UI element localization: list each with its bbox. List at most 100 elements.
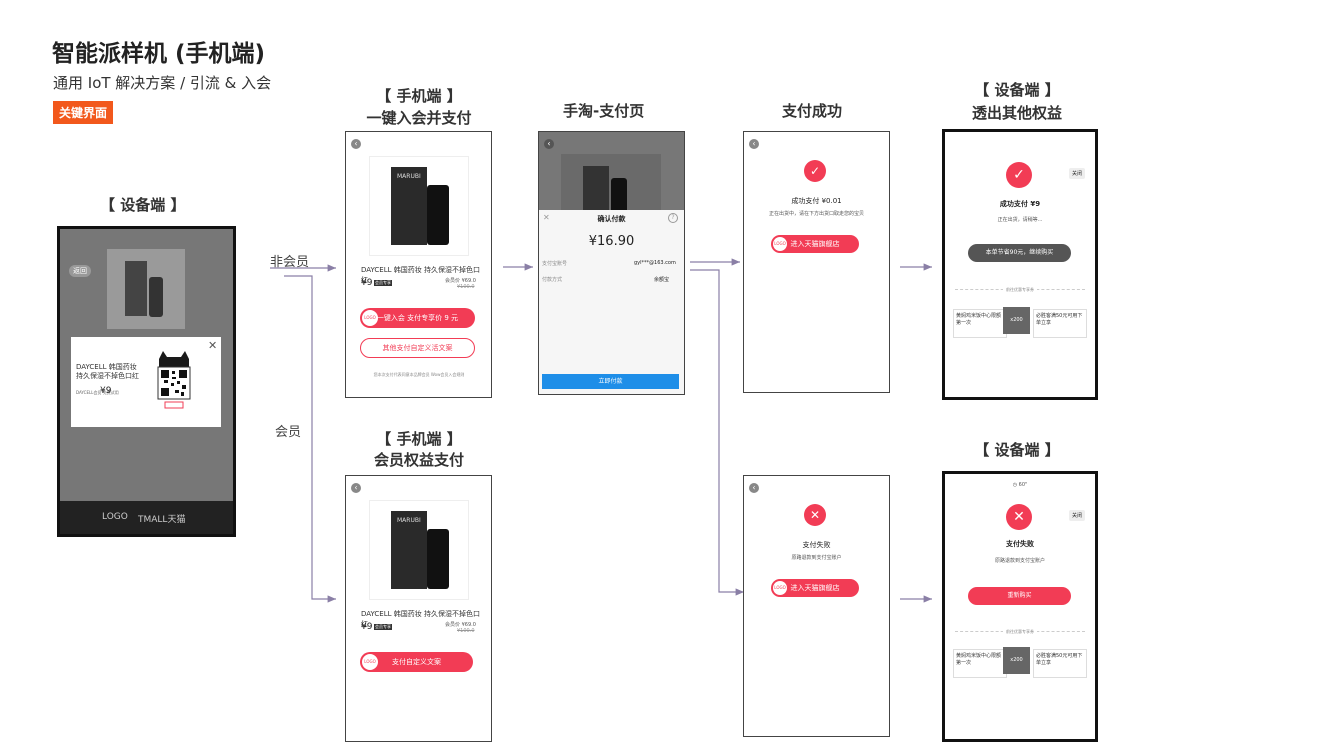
device-success-desc: 正在出货，请稍等... [997, 217, 1043, 223]
fail-x-icon: ✕ [1006, 504, 1032, 530]
coupon-section-title: 前往优惠专享券 [1003, 629, 1037, 634]
device-product-card: DAYCELL 韩国药妆 持久保湿不掉色口红 DAYCELL会员 免费试用 ¥9… [71, 337, 221, 427]
label-mobile-member-1: 【 手机端 】 [376, 430, 462, 448]
coupon-section-divider: 前往优惠专享券 [955, 287, 1085, 292]
label-taobao-pay: 手淘-支付页 [563, 102, 645, 120]
member-price: 会员价 ¥69.0 [445, 622, 476, 628]
edge-non-member: 非会员 [270, 255, 310, 270]
label-pay-success: 支付成功 [782, 102, 843, 120]
mobile-join-pay-screen: ‹ MARUBI DAYCELL 韩国药妆 持久保湿不掉色口红 ¥9 会员专享 … [345, 131, 492, 398]
coupon-card-2[interactable]: 必胜客满50元可用下单立享 [1033, 649, 1087, 678]
coupon-section-title: 前往优惠专享券 [1003, 287, 1037, 292]
member-tag: 会员专享 [374, 624, 392, 630]
fail-x-icon: ✕ [804, 504, 826, 526]
success-check-icon: ✓ [1006, 162, 1032, 188]
device-price: ¥9 [100, 386, 112, 396]
countdown-timer: ◷ 60" [945, 482, 1095, 488]
pay-success-screen: ‹ ✓ 成功支付 ¥0.01 正在出货中，请在下方出货口取走您的宝贝 LOGO … [743, 131, 890, 393]
help-icon[interactable]: ? [668, 213, 678, 223]
coupon-card-1[interactable]: 黄焖鸡米饭中心限额第一次 [953, 649, 1007, 678]
success-enter-store-label: 进入天猫旗舰店 [790, 240, 840, 248]
footer-logo: LOGO [102, 512, 128, 522]
arrow-to-fail [690, 269, 744, 596]
key-screens-badge: 关键界面 [53, 101, 114, 124]
success-desc: 正在出货中，请在下方出货口取走您的宝贝 [768, 211, 864, 217]
close-button[interactable]: 关闭 [1069, 510, 1086, 521]
close-icon[interactable]: ✕ [208, 339, 218, 352]
logo-badge: LOGO [773, 237, 787, 251]
member-price: 会员价 ¥69.0 [445, 278, 476, 284]
page-title: 智能派样机 (手机端) [52, 41, 266, 67]
product-image: MARUBI [369, 156, 469, 256]
mobile-member-pay-screen: ‹ MARUBI DAYCELL 韩国药妆 持久保湿不掉色口红 ¥9 会员专享 … [345, 475, 492, 742]
logo-badge: LOGO [362, 654, 378, 670]
rebuy-button[interactable]: 重新购买 [968, 587, 1071, 605]
coupon-count: x200 [1003, 307, 1030, 334]
label-mobile-join-2: 一键入会并支付 [366, 109, 472, 127]
label-device-benefit-2: 透出其他权益 [971, 104, 1062, 122]
fail-title: 支付失败 [802, 541, 831, 549]
device-fail-title: 支付失败 [1006, 540, 1034, 548]
device-back-button[interactable]: 返回 [69, 265, 91, 277]
back-icon[interactable]: ‹ [544, 139, 554, 149]
label-device-main: 【 设备端 】 [100, 196, 186, 214]
product-brand: MARUBI [397, 517, 421, 524]
device-footer: LOGO TMALL天猫 [60, 501, 233, 534]
method-value[interactable]: 余额宝 [654, 277, 670, 283]
success-title: 成功支付 ¥0.01 [791, 197, 842, 205]
fail-enter-store-button[interactable]: LOGO 进入天猫旗舰店 [771, 579, 859, 597]
pay-fail-screen: ‹ ✕ 支付失败 原路退款到支付宝账户 LOGO 进入天猫旗舰店 [743, 475, 890, 737]
product-price: ¥9 [361, 278, 373, 288]
member-tag: 会员专享 [374, 280, 392, 286]
device-product-image [107, 249, 185, 329]
back-icon[interactable]: ‹ [749, 483, 759, 493]
close-icon[interactable]: ✕ [543, 213, 550, 222]
account-label: 支付宝账号 [542, 261, 568, 267]
other-pay-button[interactable]: 其他支付自定义活文案 [360, 338, 475, 358]
back-icon[interactable]: ‹ [749, 139, 759, 149]
device-price-note: DAYCELL会员 免费试用 [76, 390, 119, 395]
product-image: MARUBI [369, 500, 469, 600]
pay-sheet: ✕ 确认付款 ? ¥16.90 支付宝账号 gyl***@163.com 付款方… [539, 210, 684, 394]
sheet-title: 确认付款 [597, 215, 626, 223]
label-mobile-member-2: 会员权益支付 [373, 451, 464, 469]
qr-code [153, 349, 195, 411]
join-note: 您本次支付代表同意本品牌会员 Wow会员入会规则 [373, 372, 465, 377]
orig-price: ¥100.0 [457, 284, 475, 290]
confirm-pay-button[interactable]: 立即付款 [542, 374, 679, 389]
join-and-pay-label: 一键入会 支付专享价 9 元 [376, 314, 459, 322]
logo-badge: LOGO [362, 310, 378, 326]
device-benefit-screen: 关闭 ✓ 成功支付 ¥9 正在出货，请稍等... 本单节省90元，继续购买 前往… [942, 129, 1098, 400]
continue-buy-button[interactable]: 本单节省90元，继续购买 [968, 244, 1071, 262]
product-name: DAYCELL 韩国药妆 持久保湿不掉色口红 [361, 266, 480, 284]
close-button[interactable]: 关闭 [1069, 168, 1086, 179]
fail-enter-store-label: 进入天猫旗舰店 [790, 584, 840, 592]
join-and-pay-button[interactable]: LOGO 一键入会 支付专享价 9 元 [360, 308, 475, 328]
device-main-screen: 返回 DAYCELL 韩国药妆 持久保湿不掉色口红 DAYCELL会员 免费试用… [57, 226, 236, 537]
coupon-count: x200 [1003, 647, 1030, 674]
page-subtitle: 通用 IoT 解决方案 / 引流 & 入会 [53, 74, 272, 92]
logo-badge: LOGO [773, 581, 787, 595]
member-pay-label: 支付自定义文案 [392, 658, 441, 666]
countdown-value: 60" [1018, 482, 1028, 488]
product-price: ¥9 [361, 622, 373, 632]
member-pay-button[interactable]: LOGO 支付自定义文案 [360, 652, 473, 672]
account-value: gyl***@163.com [634, 260, 676, 266]
back-icon[interactable]: ‹ [351, 139, 361, 149]
label-device-benefit-1: 【 设备端 】 [974, 81, 1060, 99]
coupon-section-divider: 前往优惠专享券 [955, 629, 1085, 634]
fail-desc: 原路退款到支付宝账户 [791, 555, 842, 561]
label-device-fail: 【 设备端 】 [974, 441, 1060, 459]
device-fail-desc: 原路退款到支付宝账户 [994, 558, 1045, 564]
orig-price: ¥100.0 [457, 628, 475, 634]
coupon-card-2[interactable]: 必胜客满50元可用下单立享 [1033, 309, 1087, 338]
device-success-title: 成功支付 ¥9 [999, 200, 1041, 208]
success-enter-store-button[interactable]: LOGO 进入天猫旗舰店 [771, 235, 859, 253]
label-mobile-join-1: 【 手机端 】 [376, 87, 462, 105]
back-icon[interactable]: ‹ [351, 483, 361, 493]
dimmed-product [561, 154, 661, 214]
device-product-name: DAYCELL 韩国药妆 持久保湿不掉色口红 [76, 363, 139, 380]
method-label: 付款方式 [542, 277, 563, 283]
coupon-card-1[interactable]: 黄焖鸡米饭中心限额第一次 [953, 309, 1007, 338]
